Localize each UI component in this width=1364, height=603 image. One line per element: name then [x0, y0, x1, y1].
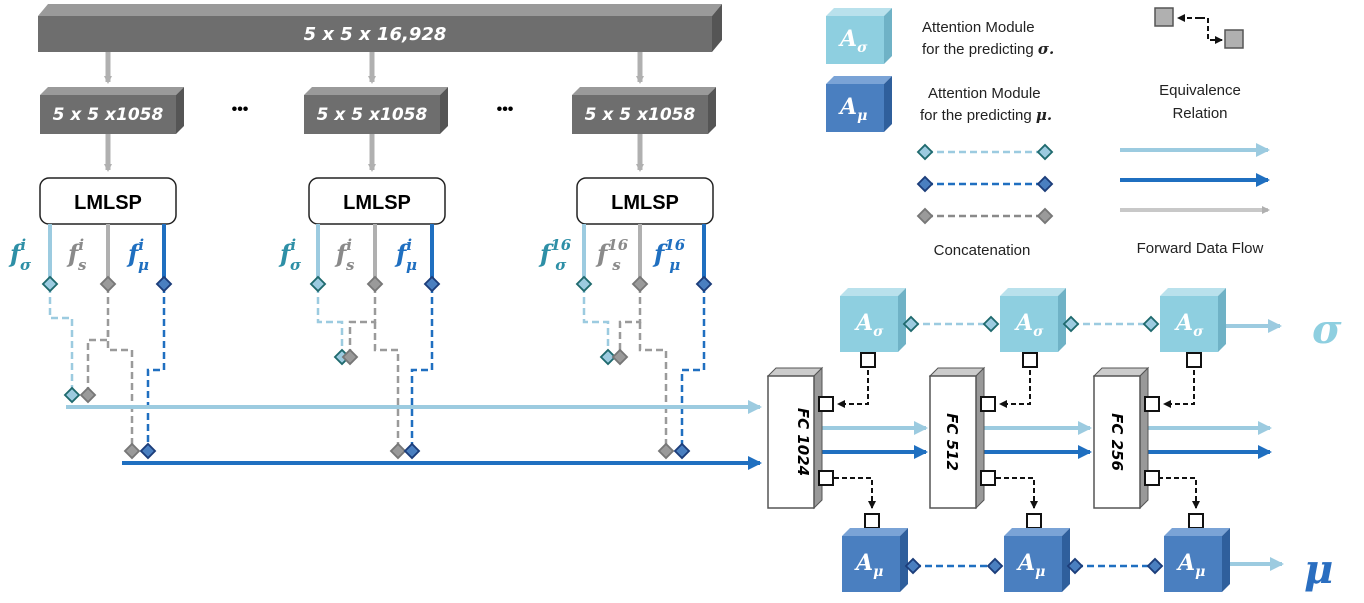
concat-diamonds: [41, 275, 713, 460]
attention-sigma-2: Aσ: [1000, 288, 1066, 352]
svg-text:Aσ: Aσ: [854, 310, 884, 340]
block-to-lmlsp-arrows: [104, 134, 644, 172]
svg-text:Aμ: Aμ: [1176, 550, 1205, 580]
legend-attention-mu: Aμ Attention Module for the predicting μ…: [826, 76, 1052, 132]
equivalence-connectors: [834, 370, 1200, 509]
attention-mu-3: Aμ: [1164, 528, 1230, 592]
attention-mu-row: Aμ Aμ Aμ μ: [842, 528, 1333, 593]
attention-mu-1: Aμ: [842, 528, 908, 592]
legend-equivalence-line1: Equivalence: [1159, 82, 1241, 99]
main-flow-lines: [66, 400, 1272, 470]
block-label-3: 5 x 5 x1058: [585, 105, 696, 125]
top-to-block-arrows: [104, 52, 644, 84]
legend-equivalence-line2: Relation: [1172, 105, 1227, 122]
legend-concatenation: Concatenation: [916, 143, 1054, 259]
legend-forward-flow: Forward Data Flow: [1120, 143, 1270, 257]
legend: Aσ Attention Module for the predicting σ…: [826, 7, 1270, 259]
block-label-1: 5 x 5 x1058: [53, 105, 164, 125]
lmlsp-output-arrows: [48, 224, 706, 278]
legend-attention-sigma: Aσ Attention Module for the predicting σ…: [826, 8, 1054, 64]
svg-text:Aσ: Aσ: [1014, 310, 1044, 340]
lmlsp-module-1: LMLSP: [39, 177, 177, 225]
legend-mu-line2: for the predicting μ.: [920, 106, 1052, 124]
svg-text:Aμ: Aμ: [854, 550, 883, 580]
concatenation-paths: [48, 286, 706, 450]
legend-mu-line1: Attention Module: [928, 85, 1041, 102]
fc-layer-1024: FC 1024: [766, 366, 824, 510]
block-label-2: 5 x 5 x1058: [317, 105, 428, 125]
svg-text:Aσ: Aσ: [838, 26, 868, 56]
legend-sigma-line1: Attention Module: [922, 19, 1035, 36]
svg-text:Aμ: Aμ: [838, 94, 867, 124]
mu-output-label: μ: [1304, 546, 1333, 593]
sigma-output-label: σ: [1312, 306, 1342, 353]
attention-sigma-row: Aσ Aσ Aσ σ: [840, 288, 1342, 353]
fc-512-label: FC 512: [943, 413, 961, 471]
fc-layer-512: FC 512: [928, 366, 986, 510]
lmlsp-module-2: LMLSP: [308, 177, 446, 225]
lmlsp-label-1: LMLSP: [74, 192, 142, 214]
branch-block-2: 5 x 5 x1058: [304, 87, 448, 134]
attention-sigma-3: Aσ: [1160, 288, 1226, 352]
ellipsis-1: •••: [232, 101, 249, 118]
equivalence-squares: [818, 352, 1204, 529]
branch-block-3: 5 x 5 x1058: [572, 87, 716, 134]
branch-block-1: 5 x 5 x1058: [40, 87, 184, 134]
legend-concatenation-label: Concatenation: [934, 242, 1031, 259]
ellipsis-2: •••: [497, 101, 514, 118]
fc-layer-256: FC 256: [1092, 366, 1150, 510]
top-bar-label: 5 x 5 x 16,928: [304, 24, 447, 45]
lmlsp-module-3: LMLSP: [576, 177, 714, 225]
attention-sigma-1: Aσ: [840, 288, 906, 352]
lmlsp-label-2: LMLSP: [343, 192, 411, 214]
fc-1024-label: FC 1024: [794, 408, 812, 476]
svg-text:Aσ: Aσ: [1174, 310, 1204, 340]
fc-256-label: FC 256: [1108, 413, 1126, 471]
legend-sigma-line2: for the predicting σ.: [922, 40, 1054, 58]
top-feature-bar: 5 x 5 x 16,928: [38, 4, 722, 52]
lmlsp-label-3: LMLSP: [611, 192, 679, 214]
attention-mu-2: Aμ: [1004, 528, 1070, 592]
svg-text:Aμ: Aμ: [1016, 550, 1045, 580]
legend-equivalence: Equivalence Relation: [1154, 7, 1244, 122]
legend-forward-label: Forward Data Flow: [1137, 240, 1264, 257]
